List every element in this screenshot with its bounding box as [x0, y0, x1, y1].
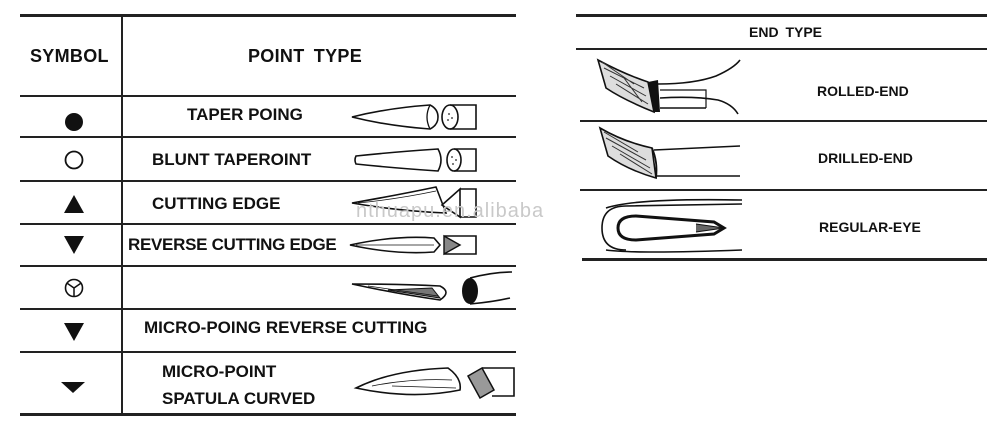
drilled-end-needle-icon: [598, 126, 741, 180]
table-top-rule: [20, 14, 516, 17]
small-triangle-down-icon: [61, 382, 85, 393]
row-divider: [580, 189, 987, 191]
point-type-label: BLUNT TAPEROINT: [152, 150, 312, 169]
row-divider: [20, 180, 516, 182]
open-circle-icon: [64, 150, 84, 170]
micro-point-spatula-needle-icon: [353, 366, 515, 400]
symbol-column-header: SYMBOL: [30, 46, 109, 66]
point-type-label: TAPER POING: [187, 105, 303, 124]
watermark-text: nthuapu.en.alibaba: [356, 200, 545, 222]
end-type-label: REGULAR-EYE: [819, 219, 921, 235]
table-bottom-rule: [582, 258, 987, 261]
header-rule: [20, 95, 516, 97]
filled-triangle-down-icon: [64, 236, 84, 254]
header-rule: [576, 48, 987, 50]
end-type-label: ROLLED-END: [817, 83, 909, 99]
point-type-label: CUTTING EDGE: [152, 194, 281, 213]
point-type-label-line2: SPATULA CURVED: [162, 389, 316, 408]
column-divider: [121, 14, 123, 414]
point-type-column-header: POINT TYPE: [248, 46, 363, 66]
end-type-label: DRILLED-END: [818, 150, 913, 166]
row-divider: [20, 265, 516, 267]
point-type-label-line1: MICRO-POINT: [162, 362, 277, 381]
filled-circle-icon: [65, 113, 83, 131]
blunt-taper-point-needle-icon: [354, 148, 477, 172]
regular-eye-needle-icon: [601, 198, 743, 253]
point-type-label: REVERSE CUTTING EDGE: [128, 235, 337, 254]
table-top-rule: [576, 14, 987, 17]
filled-triangle-up-icon: [64, 195, 84, 213]
row-divider: [580, 120, 987, 122]
row-divider: [20, 351, 516, 353]
cutting-edge-needle-icon: [351, 186, 477, 219]
rolled-end-needle-icon: [596, 58, 741, 115]
point-type-label: MICRO-POING REVERSE CUTTING: [144, 318, 428, 337]
row-divider: [20, 223, 516, 225]
reverse-cutting-edge-needle-icon: [349, 234, 477, 256]
circled-y-icon: [64, 278, 84, 298]
row-divider: [20, 136, 516, 138]
table-bottom-rule: [20, 413, 516, 416]
spatula-needle-icon: [351, 271, 513, 305]
filled-triangle-down-icon: [64, 323, 84, 341]
row-divider: [20, 308, 516, 310]
end-type-header: END TYPE: [749, 24, 823, 40]
taper-point-needle-icon: [351, 104, 477, 130]
